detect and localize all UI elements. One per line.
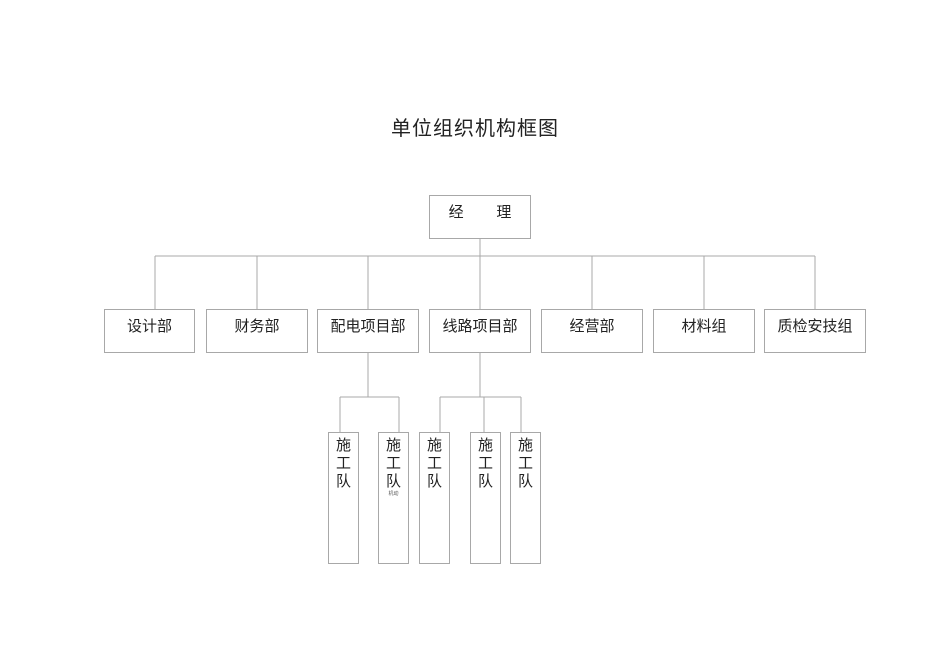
diagram-title: 单位组织机构框图 — [391, 116, 559, 140]
team-char: 工 — [335, 454, 351, 472]
dept-box-finance: 财务部 — [206, 309, 308, 353]
team-note: 机动 — [388, 491, 399, 497]
team-char: 队 — [477, 472, 493, 490]
team-box-mobile: 施 工 队 机动 — [378, 432, 409, 564]
dept-box-business: 经营部 — [541, 309, 643, 353]
team-box: 施 工 队 — [470, 432, 501, 564]
team-char: 队 — [517, 472, 533, 490]
team-char: 工 — [477, 454, 493, 472]
dept-box-distribution-project: 配电项目部 — [317, 309, 419, 353]
team-char: 施 — [426, 436, 442, 454]
team-char: 施 — [517, 436, 533, 454]
team-box: 施 工 队 — [510, 432, 541, 564]
team-char: 队 — [335, 472, 351, 490]
team-char: 施 — [335, 436, 351, 454]
team-char: 工 — [517, 454, 533, 472]
team-char: 施 — [385, 436, 401, 454]
team-char: 施 — [477, 436, 493, 454]
team-box: 施 工 队 — [419, 432, 450, 564]
dept-box-quality-safety: 质检安技组 — [764, 309, 866, 353]
team-char: 工 — [385, 454, 401, 472]
manager-box: 经 理 — [429, 195, 531, 239]
team-char: 队 — [426, 472, 442, 490]
dept-box-design: 设计部 — [104, 309, 195, 353]
team-char: 工 — [426, 454, 442, 472]
dept-box-line-project: 线路项目部 — [429, 309, 531, 353]
team-char: 队 — [385, 472, 401, 490]
team-box: 施 工 队 — [328, 432, 359, 564]
dept-box-materials: 材料组 — [653, 309, 755, 353]
